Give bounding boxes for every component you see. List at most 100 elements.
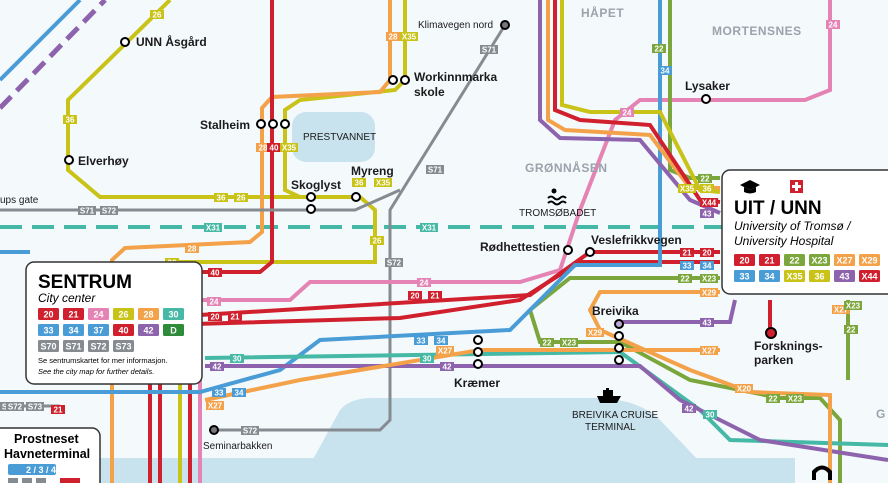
svg-text:26: 26	[373, 237, 382, 246]
svg-text:X29: X29	[861, 256, 877, 266]
tunnel-icon	[812, 465, 832, 480]
svg-text:22: 22	[543, 339, 552, 348]
line-tag-x27: X27	[436, 346, 454, 356]
route-chip-d: D	[163, 324, 184, 336]
line-tag-36: 36	[214, 193, 228, 203]
svg-text:20: 20	[703, 249, 712, 258]
stop-elverhoy[interactable]	[64, 155, 74, 165]
route-chip-x44: X44	[859, 270, 880, 282]
line-tag-34: 34	[434, 336, 448, 346]
svg-text:X27: X27	[836, 256, 852, 266]
svg-text:36: 36	[355, 179, 364, 188]
stop-stalheim[interactable]	[256, 119, 266, 129]
svg-text:34: 34	[235, 389, 244, 398]
stop-kraemer[interactable]	[473, 335, 483, 345]
svg-text:X35: X35	[282, 144, 297, 153]
line-tag-s71: S71	[78, 206, 96, 216]
line-tag-28: 28	[386, 32, 400, 42]
stop-veslefrikkvegen[interactable]	[585, 247, 595, 257]
stop-stalheim-2[interactable]	[268, 119, 278, 129]
uit-unn-box[interactable]: UIT / UNN University of Tromsø / Univers…	[721, 169, 888, 295]
stop-skoglyst[interactable]	[306, 192, 316, 202]
svg-text:21: 21	[68, 310, 78, 320]
svg-text:36: 36	[703, 185, 712, 194]
route-chip-x23: X23	[809, 254, 830, 266]
svg-text:X29: X29	[702, 289, 717, 298]
line-tag-s73: S73	[26, 402, 44, 412]
route-s71	[0, 188, 401, 212]
water-strip	[95, 458, 795, 483]
line-tag-34: 34	[232, 388, 246, 398]
svg-text:X31: X31	[422, 224, 437, 233]
svg-text:X23: X23	[811, 256, 827, 266]
prostneset-chip-red	[60, 478, 80, 483]
stop-breivika-4[interactable]	[614, 355, 624, 365]
stop-myreng[interactable]	[351, 192, 361, 202]
svg-text:36: 36	[66, 116, 75, 125]
route-chip-26: 26	[113, 308, 134, 320]
route-chip-33: 33	[38, 324, 59, 336]
prostneset-box[interactable]: Prostneset Havneterminal 2 / 3 / 4	[0, 427, 101, 483]
stop-workinnmarka-2[interactable]	[400, 75, 410, 85]
label-kraemer: Kræmer	[454, 376, 500, 390]
line-tag-26: 26	[370, 236, 384, 246]
line-tag-22: 22	[844, 325, 858, 335]
label-skoglyst: Skoglyst	[291, 178, 341, 192]
stop-unn-asgard[interactable]	[120, 37, 130, 47]
line-tag-30: 30	[420, 354, 434, 364]
area-label-g: G	[876, 407, 886, 421]
svg-text:28: 28	[259, 144, 268, 153]
stop-workinnmarka[interactable]	[388, 75, 398, 85]
svg-text:33: 33	[683, 262, 692, 271]
svg-text:20: 20	[739, 256, 749, 266]
route-chip-34: 34	[759, 270, 780, 282]
stop-seminarbakken[interactable]	[209, 425, 219, 435]
route-chip-37: 37	[88, 324, 109, 336]
stop-kraemer-2[interactable]	[473, 347, 483, 357]
svg-text:36: 36	[814, 272, 824, 282]
stop-forskningsparken[interactable]	[765, 327, 777, 339]
svg-text:26: 26	[237, 194, 246, 203]
line-tag-24: 24	[620, 108, 634, 118]
stop-breivika-2[interactable]	[614, 331, 624, 341]
line-tag-34: 34	[700, 261, 714, 271]
line-tag-26: 26	[234, 193, 248, 203]
prostneset-chip-grey-1	[8, 478, 18, 483]
svg-text:33: 33	[43, 326, 53, 336]
svg-text:21: 21	[764, 256, 774, 266]
svg-text:30: 30	[706, 411, 715, 420]
route-blue-diagonal	[0, 0, 82, 82]
route-purple-dashed	[0, 0, 107, 110]
svg-text:43: 43	[839, 272, 849, 282]
stop-stalheim-3[interactable]	[280, 119, 290, 129]
svg-text:S72: S72	[8, 403, 23, 412]
stop-breivika-3[interactable]	[614, 343, 624, 353]
svg-text:43: 43	[703, 210, 712, 219]
stop-rodhettestien[interactable]	[563, 245, 573, 255]
stop-kraemer-3[interactable]	[473, 359, 483, 369]
stop-klimavegen[interactable]	[500, 20, 510, 30]
route-chip-s71: S71	[63, 340, 84, 352]
svg-text:24: 24	[93, 310, 103, 320]
svg-text:21: 21	[54, 406, 63, 415]
svg-text:S72: S72	[90, 342, 106, 352]
line-tag-22: 22	[766, 394, 780, 404]
label-workinnmarka-2: skole	[414, 85, 445, 99]
route-x29	[587, 290, 832, 483]
prostneset-chip-grey-3	[36, 478, 46, 483]
area-label-gronnasen: GRØNNÅSEN	[525, 160, 608, 175]
svg-text:X20: X20	[737, 385, 752, 394]
svg-text:21: 21	[431, 292, 440, 301]
sentrum-note-1: Se sentrumskartet for mer informasjon.	[38, 356, 168, 365]
svg-text:24: 24	[210, 298, 219, 307]
line-tag-28: 28	[185, 244, 199, 254]
stop-lysaker[interactable]	[701, 94, 711, 104]
route-chip-21: 21	[759, 254, 780, 266]
stop-breivika[interactable]	[614, 319, 624, 329]
svg-text:X27: X27	[834, 306, 849, 315]
line-tag-x29: X29	[586, 328, 604, 338]
stop-skoglyst-2[interactable]	[306, 204, 316, 214]
sentrum-note-2: See the city map for further details.	[38, 367, 154, 376]
